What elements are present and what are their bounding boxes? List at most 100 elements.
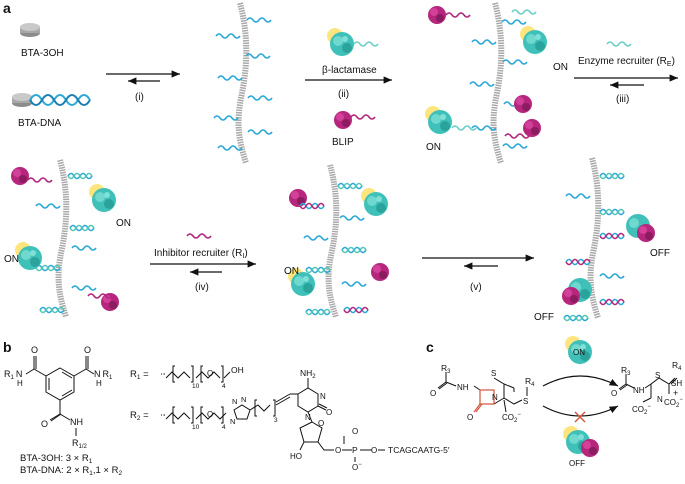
supramolecular-fiber-4 — [329, 165, 337, 317]
r1-oh: OH — [231, 365, 244, 375]
panel-label-a: a — [3, 0, 11, 16]
sub-nh: NH — [457, 383, 469, 392]
bond-sub-carboxyl — [503, 399, 507, 413]
supramolecular-fiber-3 — [59, 160, 67, 317]
triazole-n3: N — [230, 417, 235, 426]
atom-o-bottom: O — [41, 419, 48, 429]
fiber-5-inhibited-complexes — [562, 172, 655, 322]
c-state-off: OFF — [569, 459, 585, 468]
beta-lactamase-label: β-lactamase — [322, 65, 377, 76]
bta-3oh-monomer — [20, 23, 40, 37]
sub-r4: R4 — [525, 376, 535, 388]
r1-ether-o: O — [207, 369, 213, 378]
prod-amide-o: O — [611, 389, 617, 398]
inhibitor-recruiter-strand — [186, 233, 212, 239]
sub-amide-o: O — [430, 389, 436, 398]
sub-carboxylate: CO2− — [502, 412, 521, 424]
pyrimidine-o: O — [326, 408, 332, 417]
sub-ring-s: S — [491, 369, 496, 378]
step-iii-label: (iii) — [616, 94, 629, 105]
sugar-ho: HO — [290, 452, 302, 461]
fiber-2-dna-handles — [469, 19, 529, 149]
state-on-label-3: ON — [116, 218, 131, 229]
r2-sub-10: 10 — [192, 424, 200, 431]
cephalosporin-substrate — [437, 372, 523, 405]
beta-lactam-ring — [473, 389, 495, 413]
state-off-label-1: OFF — [650, 248, 670, 259]
bta-dna-monomer — [12, 93, 91, 107]
step-i-label: (i) — [135, 92, 144, 103]
nh-bottom: NH — [70, 417, 83, 427]
r2-chain — [161, 378, 352, 451]
r2-definition-label: R2 = — [130, 410, 149, 422]
bta-3oh-composition: BTA-3OH: 3 × R1 — [20, 453, 93, 465]
inhibited-enzyme-icon — [563, 426, 599, 457]
panel-label-c: c — [426, 339, 434, 355]
bta-dna-label: BTA-DNA — [18, 118, 61, 129]
state-on-label-5: ON — [284, 266, 299, 277]
h-left: H — [17, 379, 23, 388]
state-on-label-2: ON — [426, 142, 441, 153]
sub-lactam-n: N — [492, 393, 498, 402]
beta-lactamase-enzyme-with-recruiter — [327, 28, 379, 56]
supramolecular-fiber-2 — [494, 3, 502, 163]
prod-ring-s: S — [655, 371, 660, 380]
enzyme-recruiter-strand — [606, 41, 632, 47]
enzyme-recruiter-label: Enzyme recruiter (RE) — [578, 56, 675, 68]
r2-sub-3: 3 — [274, 417, 278, 424]
r2-ether-o: O — [207, 410, 213, 419]
fiber-3-duplexes-and-proteins — [11, 167, 119, 314]
plus-sign: + — [673, 388, 678, 398]
state-off-label-2: OFF — [534, 312, 554, 323]
blip-inhibitor-with-recruiter — [334, 111, 376, 129]
blocked-reaction-cross — [574, 411, 586, 423]
atom-o-right: O — [84, 345, 91, 355]
arrow-hydrolysis-on — [542, 375, 619, 387]
r1-sub-10: 10 — [192, 383, 200, 390]
amine-nh2: NH2 — [300, 368, 316, 380]
sugar-o: O — [318, 419, 324, 428]
inhibitor-recruiter-label: Inhibitor recruiter (RI) — [154, 248, 248, 260]
phosphate-o-top: O — [352, 427, 358, 436]
step-ii-label: (ii) — [338, 89, 349, 100]
phosphate-o-right: O — [371, 446, 377, 455]
prod-carboxylate-1: CO2− — [632, 404, 651, 416]
dna-sequence: TCAGCAATG-5′ — [388, 445, 450, 455]
pyrimidine-n3: N — [320, 392, 326, 401]
phosphate-o-minus: O− — [352, 462, 362, 472]
bta-3oh-label: BTA-3OH — [21, 48, 64, 59]
r1-definition-label: R1 = — [130, 369, 149, 381]
prod-carboxylate-2: CO2− — [664, 397, 683, 409]
thiol-sh: SH — [671, 379, 682, 388]
sub-lactam-o: O — [467, 413, 473, 422]
triazole-n2: N — [241, 395, 246, 404]
fiber-2-free-proteins — [425, 6, 547, 139]
c-state-on: ON — [573, 348, 585, 357]
r1-chain — [161, 365, 231, 383]
prod-nh: NH — [633, 386, 645, 395]
prod-ring-n: N — [657, 395, 663, 404]
arrow-hydrolysis-off — [542, 405, 619, 417]
pyrimidine-n1: N — [305, 413, 311, 422]
sub-r3: R3 — [441, 363, 451, 375]
prod-r3: R3 — [621, 365, 631, 377]
state-on-label-4: ON — [4, 254, 19, 265]
thiol-r4: R4 — [672, 360, 682, 372]
r-12-bottom: R1/2 — [72, 438, 88, 450]
r1-sub-4: 4 — [222, 383, 226, 390]
h-right: H — [96, 379, 102, 388]
step-v-label: (v) — [470, 282, 482, 293]
hydrolysed-product — [618, 374, 678, 403]
state-on-label-1: ON — [553, 62, 568, 73]
phosphate-o-bridge: O — [335, 446, 341, 455]
r2-sub-4: 4 — [222, 424, 226, 431]
atom-o-left: O — [31, 345, 38, 355]
sub-thioether-s: S — [523, 397, 528, 406]
supramolecular-fiber-1 — [239, 3, 247, 163]
bta-core-structure — [25, 356, 95, 422]
panel-label-b: b — [3, 339, 12, 355]
blip-label: BLIP — [332, 137, 354, 148]
